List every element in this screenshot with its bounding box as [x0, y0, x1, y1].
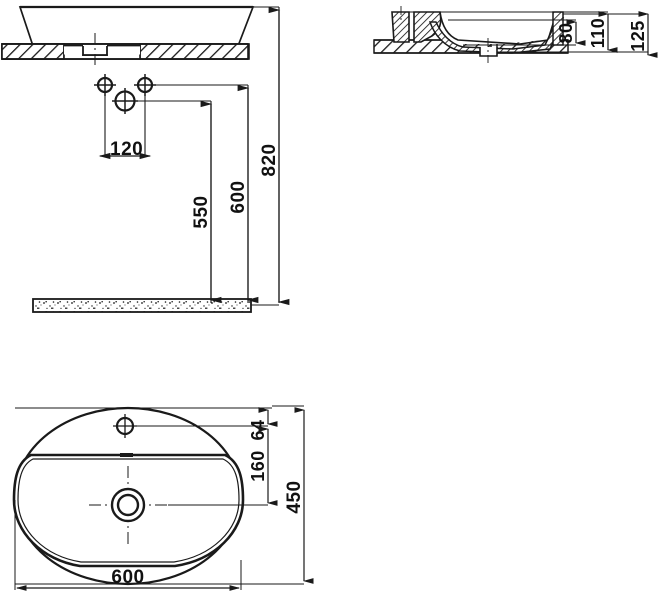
dimension-64-label: 64: [248, 419, 268, 440]
dimension-120-label: 120: [110, 139, 143, 160]
tap-hole: [113, 414, 137, 438]
basin-body: [18, 6, 255, 47]
section-bowl-inner-surface: [439, 11, 557, 45]
dimension-110: 110: [588, 11, 618, 53]
view-plan: 64 160 450 600: [12, 405, 314, 591]
dimension-550: 550: [191, 100, 222, 304]
plan-extension-lines: [14, 405, 304, 590]
view-side-section: 80 110 125: [373, 6, 658, 63]
overflow-slot: [120, 453, 133, 457]
dimension-160-label: 160: [248, 450, 268, 482]
dimension-450-label: 450: [284, 480, 305, 513]
dimension-820-label: 820: [259, 143, 280, 176]
basin-outline: [18, 5, 255, 47]
dimension-600-width: 600: [15, 567, 241, 591]
dimension-80-label: 80: [556, 22, 576, 43]
countertop-right-hatch-block: [139, 43, 249, 60]
dimension-160: 160: [248, 426, 278, 506]
countertop-hatched-slab: [1, 33, 250, 66]
dimension-450: 450: [284, 407, 314, 584]
drain-hole: [89, 466, 168, 544]
dimension-125-label: 125: [628, 20, 648, 52]
floor-speckled-slab: [32, 298, 252, 313]
dimension-820: 820: [259, 6, 290, 306]
section-back-wall-outer: [391, 11, 410, 43]
inner-bowl-inner-line: [17, 458, 240, 563]
dimension-600-width-label: 600: [111, 567, 144, 588]
floor-slab: [32, 298, 252, 313]
dimension-80: 80: [556, 19, 586, 46]
dimension-110-label: 110: [588, 18, 608, 49]
dimension-600-height-label: 600: [228, 180, 249, 213]
dimension-550-label: 550: [191, 195, 212, 228]
dimension-120: 120: [98, 139, 152, 160]
section-drain-boss: [479, 47, 498, 57]
dimension-125: 125: [628, 11, 658, 58]
dimension-600-height: 600: [228, 84, 259, 304]
view-front-elevation: 120 550 600 820: [1, 5, 290, 313]
